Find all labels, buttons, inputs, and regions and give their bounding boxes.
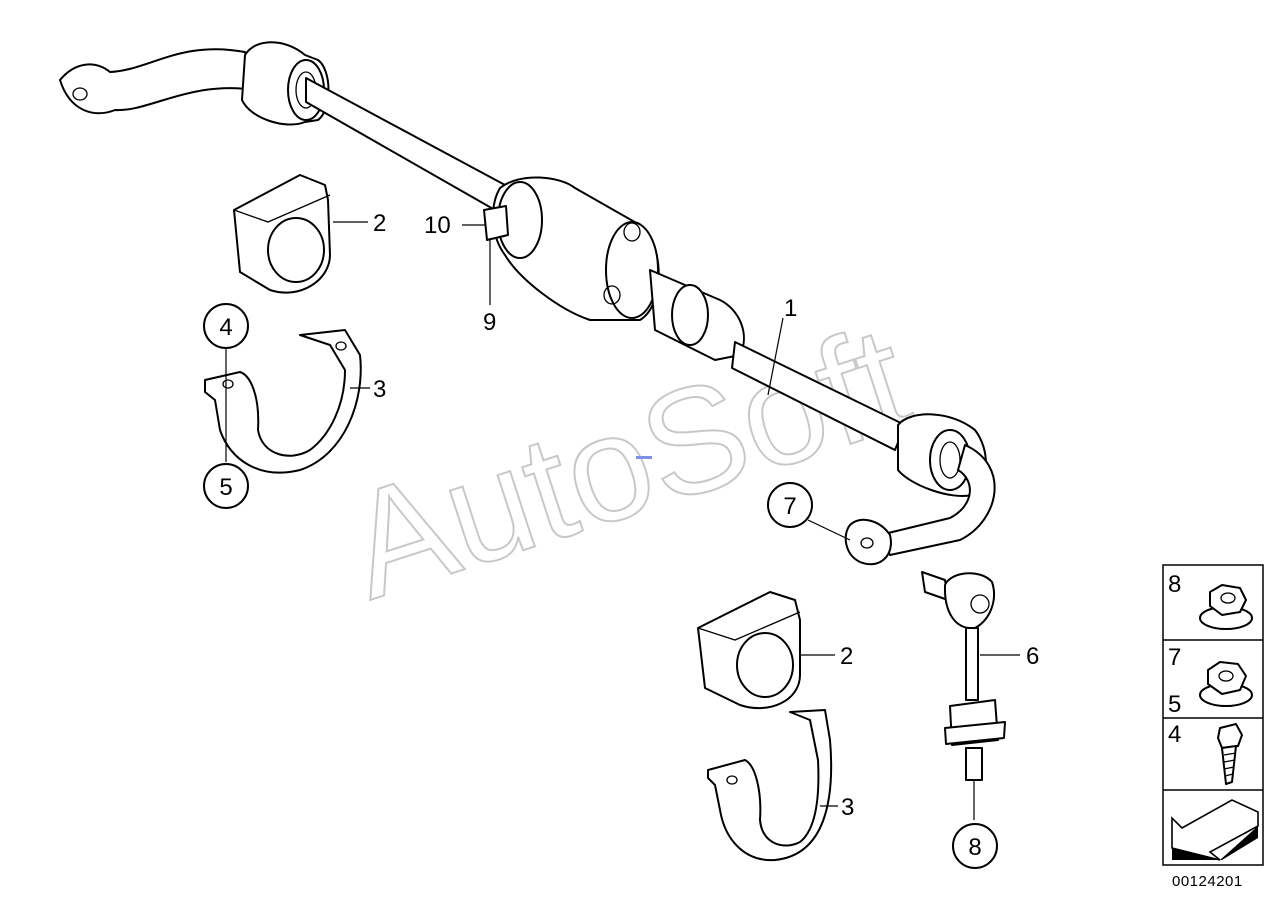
callout-1: 1 xyxy=(784,295,797,322)
rubber-bushing-lower xyxy=(697,591,801,710)
callout-4-circle: 4 xyxy=(203,303,249,349)
stabilizer-link xyxy=(921,571,1006,781)
arrow-icon xyxy=(1171,799,1259,861)
callout-2-lower: 2 xyxy=(840,643,853,670)
callout-5: 5 xyxy=(219,474,232,501)
accent-mark xyxy=(636,456,652,459)
stabilizer-bar xyxy=(59,41,996,565)
legend-row2-number-a: 7 xyxy=(1168,644,1181,671)
leader-lines xyxy=(225,221,1020,820)
legend-row1-number: 8 xyxy=(1168,571,1181,598)
callout-3-upper: 3 xyxy=(373,376,386,403)
legend-row2-number-b: 5 xyxy=(1168,691,1181,718)
hex-nut-icon xyxy=(1199,661,1253,707)
legend-row3-number: 4 xyxy=(1168,721,1181,748)
callout-labels: 1 2 10 9 3 2 3 6 4 5 7 8 xyxy=(203,210,1039,869)
hardware-legend: 8 7 5 4 xyxy=(1162,564,1264,866)
diagram-number: 00124201 xyxy=(1172,873,1243,890)
hex-bolt-icon xyxy=(1217,723,1243,785)
callout-10: 10 xyxy=(424,212,451,239)
callout-4: 4 xyxy=(219,314,232,341)
flange-nut-icon xyxy=(1199,584,1253,630)
callout-2-upper: 2 xyxy=(373,210,386,237)
callout-5-circle: 5 xyxy=(203,463,249,509)
watermark-text: AutoSoft xyxy=(328,293,927,631)
callout-8: 8 xyxy=(968,834,981,861)
callout-7-circle: 7 xyxy=(767,482,813,528)
bushing-bracket-upper xyxy=(204,329,362,474)
callout-6: 6 xyxy=(1026,643,1039,670)
callout-3-lower: 3 xyxy=(841,794,854,821)
callout-9: 9 xyxy=(483,309,496,336)
rubber-bushing-upper xyxy=(233,174,331,294)
bushing-bracket-lower xyxy=(707,709,833,862)
callout-8-circle: 8 xyxy=(952,823,998,869)
callout-7: 7 xyxy=(783,493,796,520)
